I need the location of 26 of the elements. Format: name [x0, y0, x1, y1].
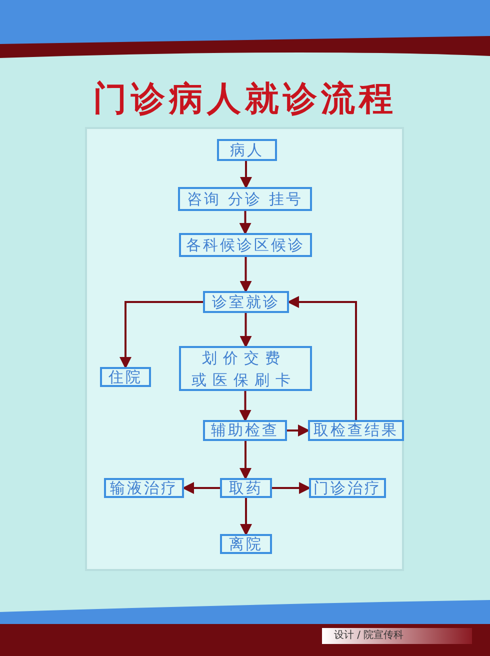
- process-box: 病人: [217, 139, 277, 161]
- process-box: 诊室就诊: [203, 291, 289, 313]
- arrow: [287, 424, 310, 436]
- arrow: [240, 161, 252, 189]
- process-box: 离院: [220, 534, 272, 554]
- arrow: [240, 257, 252, 293]
- arrow: [272, 482, 311, 494]
- arrow: [240, 441, 252, 480]
- process-box: 取药: [220, 478, 272, 498]
- process-box: 各科候诊区候诊: [179, 233, 312, 257]
- process-box: 辅助检查: [203, 420, 287, 441]
- footer-label: 设计 / 院宣传科: [322, 628, 472, 644]
- process-box: 取检查结果: [308, 420, 404, 441]
- process-box: 咨询 分诊 挂号: [178, 187, 312, 211]
- title-text: 门诊病人就诊流程: [92, 78, 398, 121]
- process-box: 输液治疗: [104, 478, 184, 498]
- arrow: [240, 498, 252, 536]
- process-box: 门诊治疗: [309, 478, 386, 498]
- arrow: [239, 391, 252, 422]
- process-box: 住院: [100, 367, 151, 387]
- arrow: [240, 313, 252, 348]
- arrow: [239, 211, 252, 235]
- arrow: [120, 301, 203, 369]
- arrow: [287, 296, 357, 420]
- payment-box: 划价交费或医保刷卡: [179, 346, 312, 391]
- arrow: [182, 482, 220, 494]
